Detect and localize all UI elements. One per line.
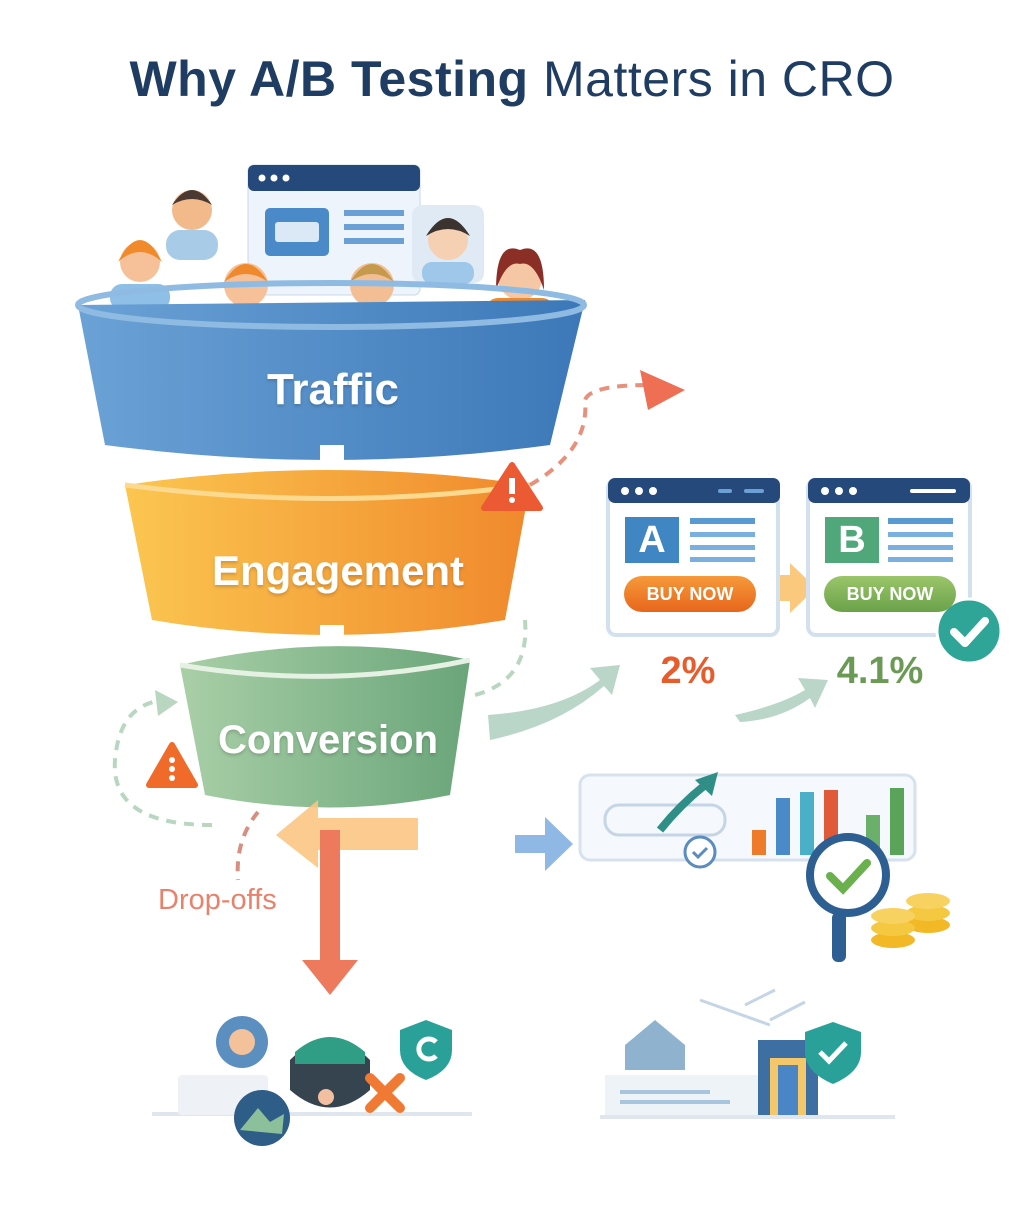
check-badge-icon bbox=[935, 597, 1003, 665]
variant-a-buy-now-button[interactable]: BUY NOW bbox=[624, 576, 756, 612]
warning-icon bbox=[146, 742, 198, 788]
person-avatar bbox=[166, 190, 218, 260]
variant-a-rate: 2% bbox=[660, 650, 716, 692]
funnel-stage-conversion bbox=[179, 646, 471, 808]
store-illustration bbox=[600, 988, 895, 1119]
variant-b-buy-now-button[interactable]: BUY NOW bbox=[824, 576, 956, 612]
variant-b-letter: B bbox=[838, 519, 866, 561]
person-avatar bbox=[412, 205, 484, 284]
magnifier-icon bbox=[806, 833, 890, 962]
right-arrow-icon bbox=[515, 817, 573, 871]
funnel-stage-traffic bbox=[75, 280, 587, 460]
title-regular: Matters in CRO bbox=[543, 51, 895, 107]
dropoff-arrow-icon bbox=[302, 830, 358, 995]
warning-icon bbox=[481, 462, 543, 511]
stage-label-engagement: Engagement bbox=[211, 547, 465, 594]
funnel-stage-engagement bbox=[124, 470, 531, 635]
stage-label-traffic: Traffic bbox=[266, 365, 400, 414]
shield-check-icon bbox=[400, 1020, 452, 1080]
page-title: Why A/B Testing Matters in CRO bbox=[0, 50, 1024, 108]
stage-label-conversion: Conversion bbox=[217, 718, 439, 762]
left-arrow-icon bbox=[276, 800, 418, 868]
title-bold: Why A/B Testing bbox=[129, 51, 529, 107]
variant-a-letter: A bbox=[638, 519, 666, 561]
shield-check-icon bbox=[805, 1022, 861, 1084]
dropoffs-label: Drop-offs bbox=[158, 884, 277, 916]
variant-b-rate: 4.1% bbox=[836, 650, 924, 692]
dropoff-users-illustration bbox=[152, 1016, 472, 1146]
coins-icon bbox=[871, 893, 950, 948]
person-avatar bbox=[110, 240, 170, 310]
exit-arrow-icon bbox=[640, 370, 685, 410]
